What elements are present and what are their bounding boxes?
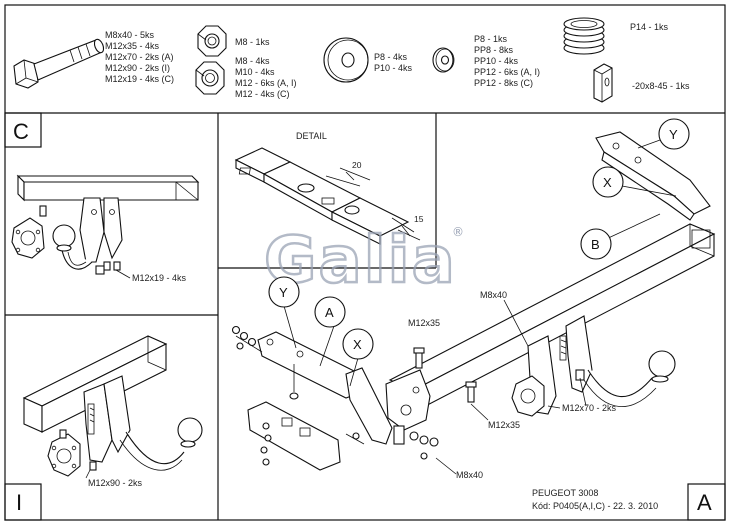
header-col1-line-1: M12x35 - 4ks <box>105 41 160 51</box>
header-col4-line-1: PP8 - 8ks <box>474 45 514 55</box>
washer-large-icon <box>323 37 369 83</box>
panel-c-letter: C <box>13 119 29 144</box>
panel-i-bolt-label: M12x90 - 2ks <box>88 478 143 488</box>
label-m12x35-top: M12x35 <box>408 318 440 328</box>
bolt-icon <box>13 38 105 89</box>
detail-bracket-drawing <box>234 147 421 245</box>
panel-i-letter-box <box>4 483 42 521</box>
panel-i-letter: I <box>16 490 22 515</box>
detail-dim-20: 20 <box>352 160 362 170</box>
callout-b-circle <box>580 228 612 260</box>
header-col4-line-3: PP12 - 6ks (A, I) <box>474 67 540 77</box>
header-col1-line-0: M8x40 - 5ks <box>105 30 155 40</box>
header-col4-line-4: PP12 - 8ks (C) <box>474 78 533 88</box>
spring-icon <box>563 17 605 55</box>
header-col1-line-2: M12x70 - 2ks (A) <box>105 52 174 62</box>
panel-c-bolt-label: M12x19 - 4ks <box>132 273 187 283</box>
spacer-block-icon <box>593 63 613 103</box>
panel-a-letter: A <box>697 490 712 515</box>
label-m12x70: M12x70 - 2ks <box>562 403 617 413</box>
callout-x-circle-left <box>342 328 374 360</box>
header-col2-line-2: M12 - 6ks (A, I) <box>235 78 297 88</box>
header-col4-line-0: P8 - 1ks <box>474 34 508 44</box>
panel-i-towbar-drawing <box>22 335 203 479</box>
detail-dim-15: 15 <box>414 214 424 224</box>
header-col2-line-1: M10 - 4ks <box>235 67 275 77</box>
callout-a-circle <box>314 296 346 328</box>
header-col4-line-2: PP10 - 4ks <box>474 56 519 66</box>
callout-b: B <box>591 237 600 252</box>
nut-icon-top <box>197 25 227 57</box>
callout-y-circle-left <box>268 276 300 308</box>
footer-code: Kód: P0405(A,I,C) - 22. 3. 2010 <box>532 501 658 511</box>
header-col1-line-4: M12x19 - 4ks (C) <box>105 74 174 84</box>
panel-c-towbar-drawing <box>11 174 200 279</box>
header-col5-bottom-line: -20x8-45 - 1ks <box>632 81 690 91</box>
callout-y-right: Y <box>669 127 678 142</box>
main-towbar-assembly-drawing <box>231 131 716 475</box>
callout-a: A <box>325 305 334 320</box>
callout-y-left: Y <box>279 285 288 300</box>
outer-frame <box>4 4 726 521</box>
washer-small-icon <box>432 47 455 73</box>
header-col2-line-0: M8 - 4ks <box>235 56 270 66</box>
header-col3-line-0: P8 - 4ks <box>374 52 408 62</box>
callout-x-right: X <box>603 175 612 190</box>
header-col5-top-line: P14 - 1ks <box>630 22 669 32</box>
detail-title: DETAIL <box>296 131 327 141</box>
callout-y-circle-right <box>658 118 690 150</box>
callout-x-circle-right <box>592 166 624 198</box>
header-col1-line-3: M12x90 - 2ks (I) <box>105 63 170 73</box>
label-m8x40-top: M8x40 <box>480 290 507 300</box>
nut-icon-bottom <box>195 61 225 95</box>
header-col2-top-line: M8 - 1ks <box>235 37 270 47</box>
header-col3-line-1: P10 - 4ks <box>374 63 413 73</box>
panel-c-letter-box <box>4 112 42 148</box>
panel-a-letter-box <box>687 483 726 521</box>
galia-watermark-registered-mark: ® <box>452 225 464 239</box>
footer-model: PEUGEOT 3008 <box>532 488 598 498</box>
label-m12x35-bottom: M12x35 <box>488 420 520 430</box>
header-col2-line-3: M12 - 4ks (C) <box>235 89 290 99</box>
label-m8x40-bottom: M8x40 <box>456 470 483 480</box>
callout-x-left: X <box>353 337 362 352</box>
